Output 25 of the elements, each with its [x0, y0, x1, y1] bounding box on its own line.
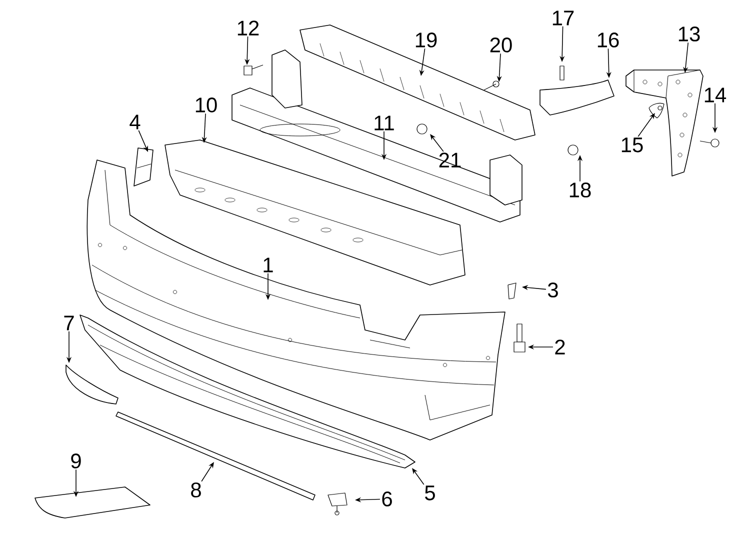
callout-number: 18	[570, 182, 591, 198]
callout-number: 2	[555, 340, 565, 354]
callout-number: 21	[439, 152, 461, 168]
callout-number: 3	[548, 282, 558, 298]
callout-number: 5	[425, 486, 435, 500]
callout-number: 10	[196, 98, 217, 112]
callout-number: 6	[382, 492, 392, 506]
callout-number: 13	[678, 26, 700, 42]
callout-number: 12	[238, 20, 259, 36]
callout-number: 14	[704, 88, 726, 102]
callout-number: 16	[598, 32, 619, 48]
callout-number: 4	[130, 114, 140, 130]
callout-number: 17	[552, 10, 574, 26]
leader-arrow	[201, 462, 214, 482]
leader-arrow	[638, 113, 655, 137]
callout-number: 20	[490, 38, 512, 52]
callout-number: 1	[264, 258, 273, 272]
callout-number: 15	[622, 138, 643, 152]
callout-number: 9	[71, 454, 81, 468]
callout-number: 7	[64, 316, 74, 330]
callout-number: 8	[191, 482, 201, 498]
callout-number: 19	[416, 32, 437, 48]
leader-arrow	[430, 134, 444, 152]
leader-arrow	[412, 468, 424, 485]
callout-number: 11	[374, 116, 394, 130]
